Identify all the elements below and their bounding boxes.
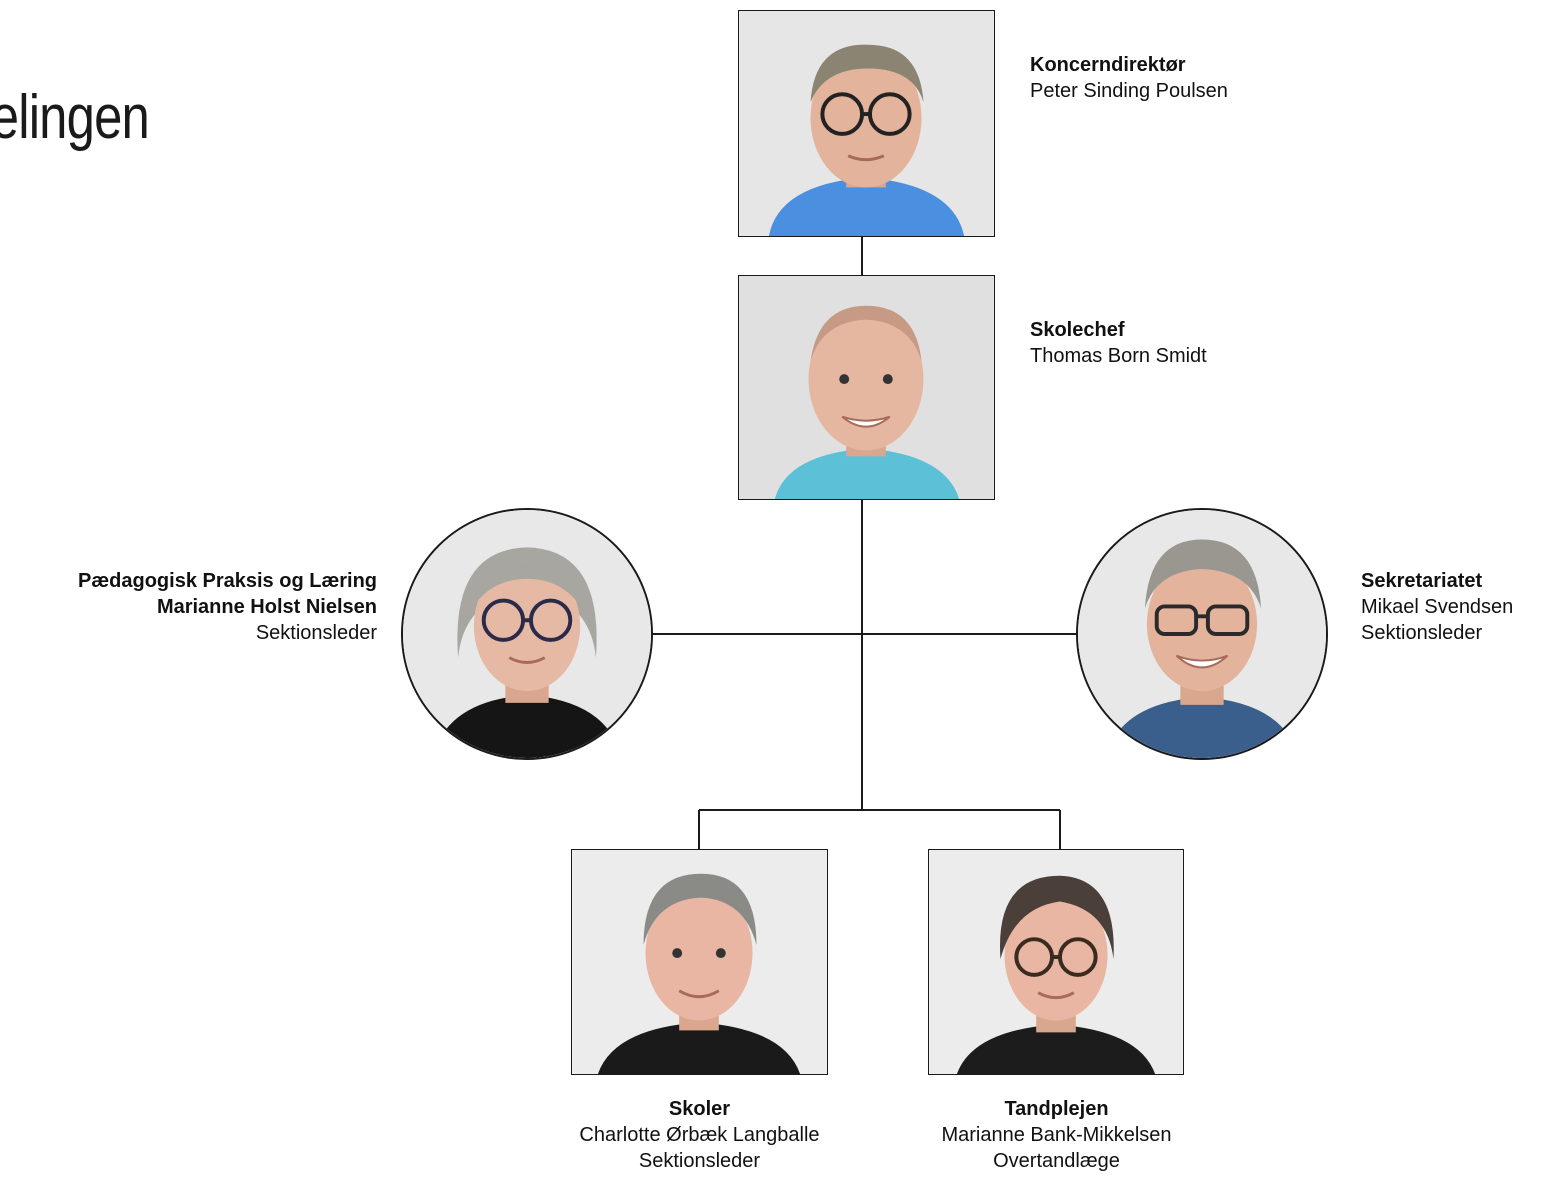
secretariat-name: Mikael Svendsen [1361,596,1514,618]
ceo-photo [738,10,995,237]
portrait-man-glasses-icon [739,11,994,236]
school-chief-label: Skolechef Thomas Born Smidt [1030,317,1207,369]
pedagogy-label: Pædagogisk Praksis og Læring Marianne Ho… [78,568,377,646]
dental-title: Overtandlæge [993,1150,1120,1172]
dental-name: Marianne Bank-Mikkelsen [941,1124,1172,1146]
dental-photo [928,849,1184,1075]
school-chief-role: Skolechef [1030,319,1125,341]
portrait-woman-glasses-icon [403,510,651,758]
ceo-role: Koncerndirektør [1030,54,1186,76]
pedagogy-photo [401,508,653,760]
schools-label: Skoler Charlotte Ørbæk Langballe Sektion… [529,1096,870,1174]
pedagogy-title: Sektionsleder [255,622,377,644]
portrait-bald-man-icon [739,276,994,499]
schools-photo [571,849,828,1075]
pedagogy-name: Marianne Holst Nielsen [156,596,377,618]
ceo-label: Koncerndirektør Peter Sinding Poulsen [1030,52,1228,104]
secretariat-title: Sektionsleder [1361,622,1483,644]
schools-title: Sektionsleder [638,1150,761,1172]
schools-role: Skoler [668,1098,731,1120]
pedagogy-role: Pædagogisk Praksis og Læring [78,570,377,592]
secretariat-label: Sekretariatet Mikael Svendsen Sektionsle… [1361,568,1513,646]
school-chief-photo [738,275,995,500]
dental-role: Tandplejen [1004,1098,1109,1120]
secretariat-photo [1076,508,1328,760]
secretariat-role: Sekretariatet [1361,570,1483,592]
page-title: fdelingen [0,83,150,152]
dental-label: Tandplejen Marianne Bank-Mikkelsen Overt… [886,1096,1227,1174]
schools-name: Charlotte Ørbæk Langballe [579,1124,820,1146]
portrait-woman-dark-hair-glasses-icon [929,850,1183,1074]
ceo-name: Peter Sinding Poulsen [1030,80,1228,102]
school-chief-name: Thomas Born Smidt [1030,345,1207,367]
portrait-grey-haired-man-icon [1078,510,1326,758]
portrait-short-haired-woman-icon [572,850,827,1074]
